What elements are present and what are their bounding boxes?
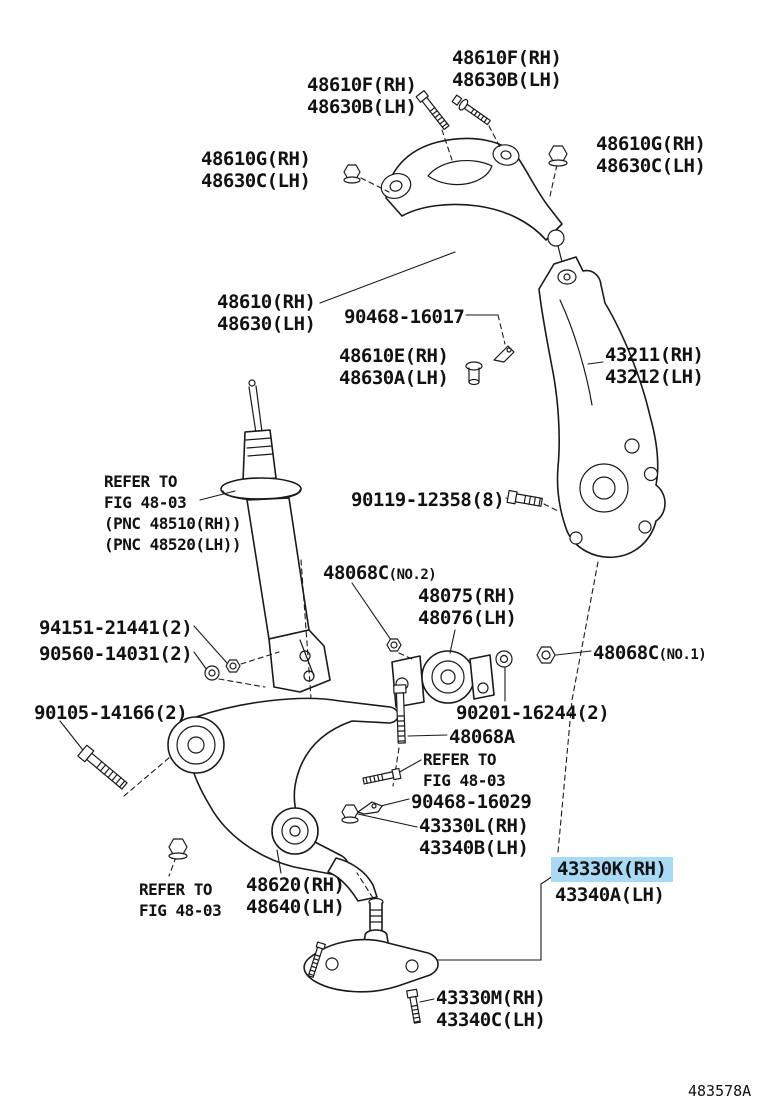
part-number-suffix: (NO.1) [658,647,707,663]
part-label-90468-16017[interactable]: 90468-16017 [344,306,465,328]
part-label-48610-48630[interactable]: 48610(RH) 48630(LH) [217,291,316,335]
upper-control-arm [380,137,565,263]
washer-90201 [495,650,513,668]
part-label-90560-14031[interactable]: 90560-14031(2) [39,643,193,665]
strut-assembly [220,379,331,693]
grommet-48610e [465,361,483,386]
part-label-48068c-no2[interactable]: 48068C(NO.2) [323,562,437,586]
note-refer-fig-48-03-bolt: REFER TO FIG 48-03 [423,750,506,790]
part-label-94151-21441[interactable]: 94151-21441(2) [39,617,193,639]
nut-48068c-no2 [386,638,402,652]
part-label-43330l-43340b[interactable]: 43330L(RH) 43340B(LH) [419,815,529,859]
note-refer-fig-48-03-nut: REFER TO FIG 48-03 [139,880,222,920]
nut-refer-fig [168,838,188,860]
bushing-bracket-48075 [391,650,495,708]
bolt-43330m [406,988,421,1024]
nut-48610g-b [548,145,568,167]
lower-ball-joint-bracket [303,897,439,993]
part-label-48610f-48630b-b[interactable]: 48610F(RH) 48630B(LH) [452,47,562,91]
bolt-48068a [393,684,407,744]
steering-knuckle [538,256,666,558]
part-label-43211-43212[interactable]: 43211(RH) 43212(LH) [605,344,704,388]
part-label-48610e-48630a[interactable]: 48610E(RH) 48630A(LH) [339,345,449,389]
bolt-90119 [506,489,543,507]
clip-90468-16029 [357,801,383,815]
part-label-90105-14166[interactable]: 90105-14166(2) [34,702,188,724]
part-label-48068a[interactable]: 48068A [449,726,515,748]
part-label-43340a[interactable]: 43340A(LH) [555,884,665,906]
washer-94151 [204,665,220,681]
part-label-48610g-48630c-a[interactable]: 48610G(RH) 48630C(LH) [201,148,311,192]
part-label-48610f-48630b-a[interactable]: 48610F(RH) 48630B(LH) [307,74,417,118]
figure-code: 483578A [688,1082,752,1100]
part-label-90468-16029[interactable]: 90468-16029 [411,791,532,813]
bolt-48610f-b [451,94,491,126]
part-label-43330m-43340c[interactable]: 43330M(RH) 43340C(LH) [436,987,546,1031]
part-label-43330k-highlighted[interactable]: 43330K(RH) [551,857,674,882]
leader-lines [59,251,604,1003]
bolt-refer-fig [362,767,402,785]
flange-nut-43330l [341,804,359,824]
upper-ball-joint [547,229,565,247]
part-label-48075-48076[interactable]: 48075(RH) 48076(LH) [418,585,517,629]
nut-90560 [225,659,241,673]
part-label-48068c-no1[interactable]: 48068C(NO.1) [593,642,707,666]
bolt-90105 [77,744,128,790]
nut-48610g-a [343,164,361,184]
part-number: 48068C [593,642,659,664]
nut-48068c-no1 [536,646,556,664]
part-label-90119-12358[interactable]: 90119-12358(8) [351,489,505,511]
part-number: 48068C [323,562,389,584]
stud-lower [307,941,326,978]
dashed-guide-lines [123,125,599,899]
note-refer-fig-48-03-strut: REFER TO FIG 48-03 (PNC 48510(RH)) (PNC … [104,472,242,554]
part-label-48610g-48630c-b[interactable]: 48610G(RH) 48630C(LH) [596,133,706,177]
part-number-suffix: (NO.2) [388,567,437,583]
bolt-48610f-a [415,90,450,131]
lower-control-arm [167,697,400,902]
part-label-90201-16244[interactable]: 90201-16244(2) [456,702,610,724]
clip-90468-16017 [493,345,515,363]
fasteners [77,90,568,1024]
part-label-48620-48640[interactable]: 48620(RH) 48640(LH) [246,874,345,918]
